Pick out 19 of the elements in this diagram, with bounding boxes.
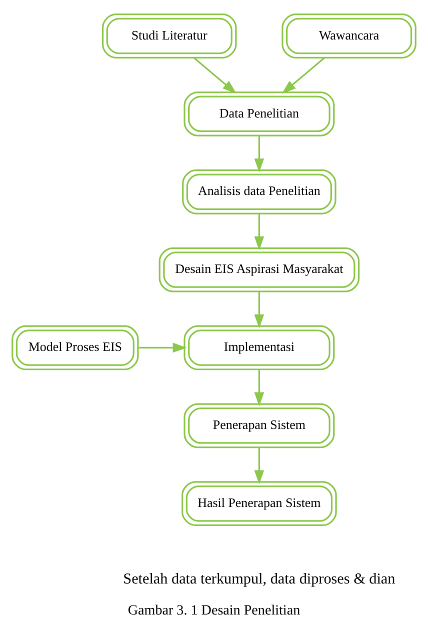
node-box: Desain EIS Aspirasi Masyarakat	[158, 247, 360, 292]
arrow	[193, 57, 237, 94]
node-box: Model Proses EIS	[12, 325, 139, 370]
node-box: Penerapan Sistem	[184, 403, 335, 448]
arrow	[254, 136, 264, 173]
arrow	[282, 57, 325, 94]
node-box: Hasil Penerapan Sistem	[182, 481, 337, 526]
label: Setelah data terkumpul, data diproses & dian	[123, 570, 396, 588]
node-box: Implementasi	[184, 325, 335, 370]
node-box: Studi Literatur	[102, 14, 237, 58]
arrow	[254, 447, 264, 484]
node-box: Data Penelitian	[184, 91, 335, 136]
arrow	[254, 292, 264, 328]
arrow	[138, 342, 187, 353]
node-box: Analisis data Penelitian	[182, 169, 336, 214]
node-box: Wawancara	[282, 14, 416, 58]
arrow	[254, 370, 264, 406]
caption: Gambar 3. 1 Desain Penelitian	[128, 602, 300, 618]
arrow	[254, 214, 264, 250]
